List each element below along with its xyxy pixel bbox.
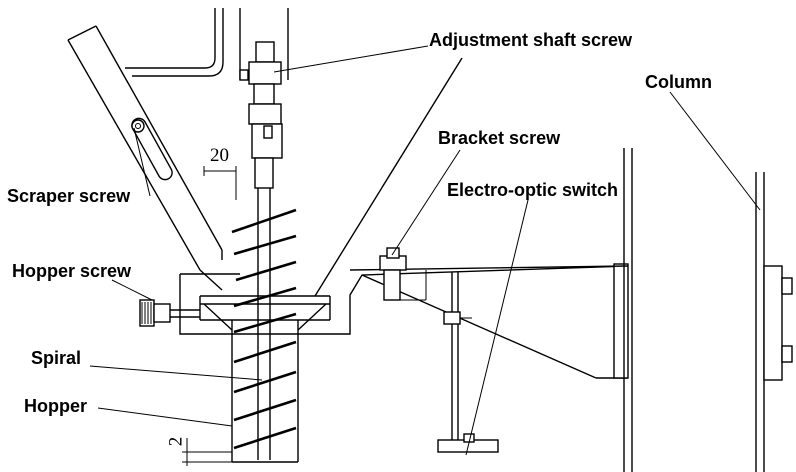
label-column: Column (645, 72, 712, 92)
label-hopper-screw: Hopper screw (12, 261, 132, 281)
top-frame (125, 8, 289, 80)
label-electro-optic-switch: Electro-optic switch (447, 180, 619, 200)
label-bracket-screw: Bracket screw (438, 128, 561, 148)
dimension-2: 2 (165, 436, 187, 447)
label-adjustment-shaft-screw: Adjustment shaft screw (429, 30, 633, 50)
label-scraper-screw: Scraper screw (7, 186, 131, 206)
scraper-screw-head (131, 119, 145, 133)
dimension-20: 20 (210, 145, 229, 166)
hopper-screw (139, 299, 200, 327)
leader-lines (89, 45, 761, 456)
adjustment-shaft (239, 41, 283, 189)
label-spiral: Spiral (31, 348, 82, 368)
spiral (231, 188, 297, 460)
dimension-marks (182, 166, 237, 466)
column (755, 172, 793, 472)
label-hopper: Hopper (24, 396, 87, 416)
scraper-arm (67, 25, 223, 271)
mounting-plate (623, 148, 633, 472)
